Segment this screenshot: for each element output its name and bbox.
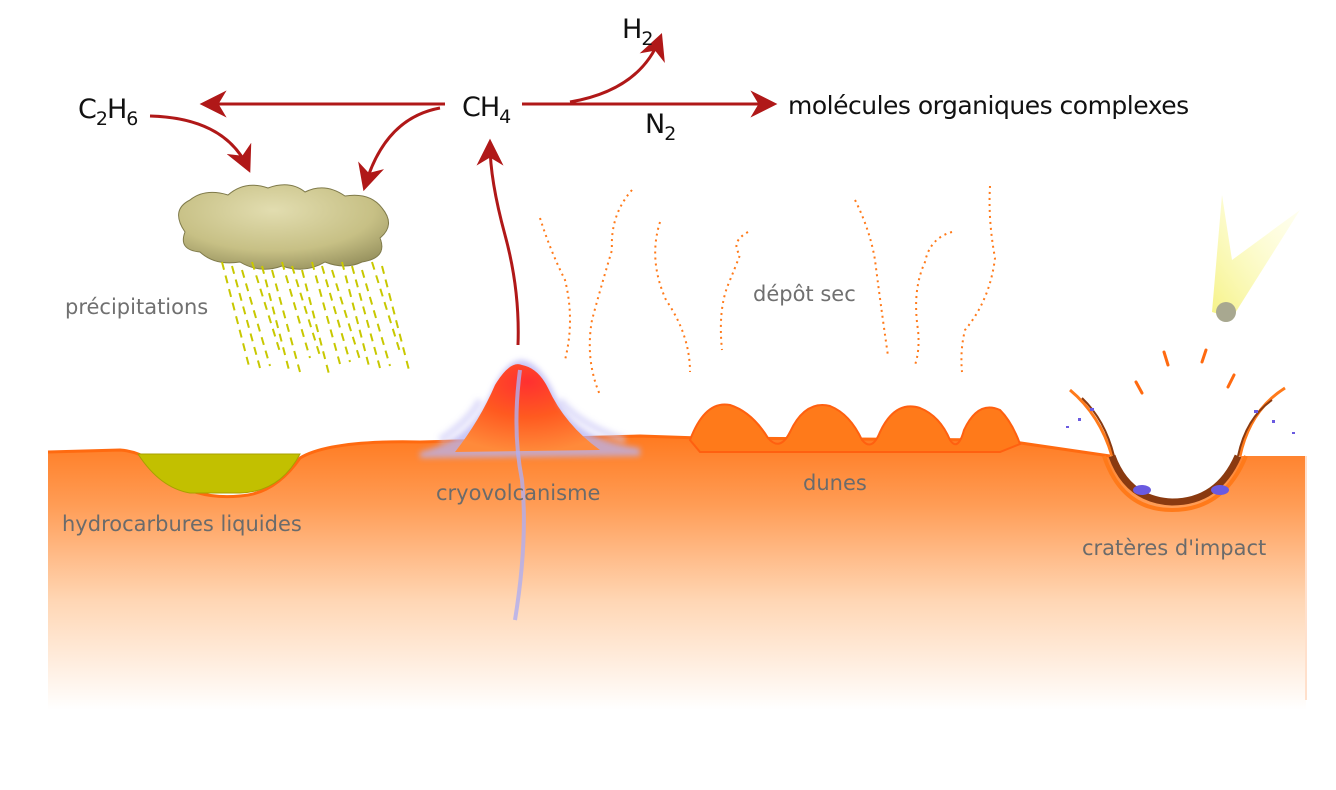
rain-cloud [178, 184, 389, 270]
dunes [688, 403, 1022, 453]
dry-deposit-wisps [539, 185, 997, 396]
rain-streak [241, 269, 271, 367]
rain-streak [251, 261, 281, 353]
arrow-volcano-to-ch4 [476, 138, 520, 346]
label-dunes: dunes [803, 471, 867, 495]
rain-streak [381, 265, 411, 375]
rain-streak [341, 261, 371, 371]
rain-streak [321, 265, 351, 363]
formula-n2: N2 [645, 109, 675, 145]
label-complex-organics: molécules organiques complexes [788, 91, 1189, 120]
rain-streak [261, 265, 291, 375]
rain-streak [371, 261, 401, 353]
label-cryovolcanism: cryovolcanisme [436, 481, 600, 505]
rain-streak [301, 269, 331, 379]
arrow-ch4-to-h2 [569, 32, 665, 104]
rain-streak [291, 265, 321, 357]
impact-crater [1066, 348, 1295, 513]
rain-streaks [221, 261, 411, 379]
meteor [1212, 195, 1300, 322]
rain-streak [361, 269, 391, 367]
cryovolcano [420, 360, 640, 621]
rain-streak [331, 269, 361, 361]
arrow-c2h6-to-cloud [149, 114, 252, 173]
rain-streak [221, 261, 251, 371]
label-impact-craters: cratères d'impact [1082, 536, 1266, 560]
label-dry-deposit: dépôt sec [753, 282, 856, 306]
arrow-ch4-to-cloud [358, 106, 441, 192]
rain-streak [351, 265, 381, 369]
formula-h2: H2 [622, 14, 652, 50]
rain-streak [311, 261, 341, 365]
hydrocarbon-lake [137, 453, 301, 494]
reaction-arrows [149, 32, 778, 346]
formula-ch4: CH4 [462, 92, 511, 128]
rain-streak [231, 265, 261, 369]
formula-c2h6: C2H6 [78, 94, 137, 130]
ground [48, 436, 1306, 710]
label-precipitation: précipitations [65, 295, 208, 319]
label-liquid-hydrocarbons: hydrocarbures liquides [62, 512, 302, 536]
rain-streak [271, 269, 301, 373]
rain-streak [281, 261, 311, 359]
